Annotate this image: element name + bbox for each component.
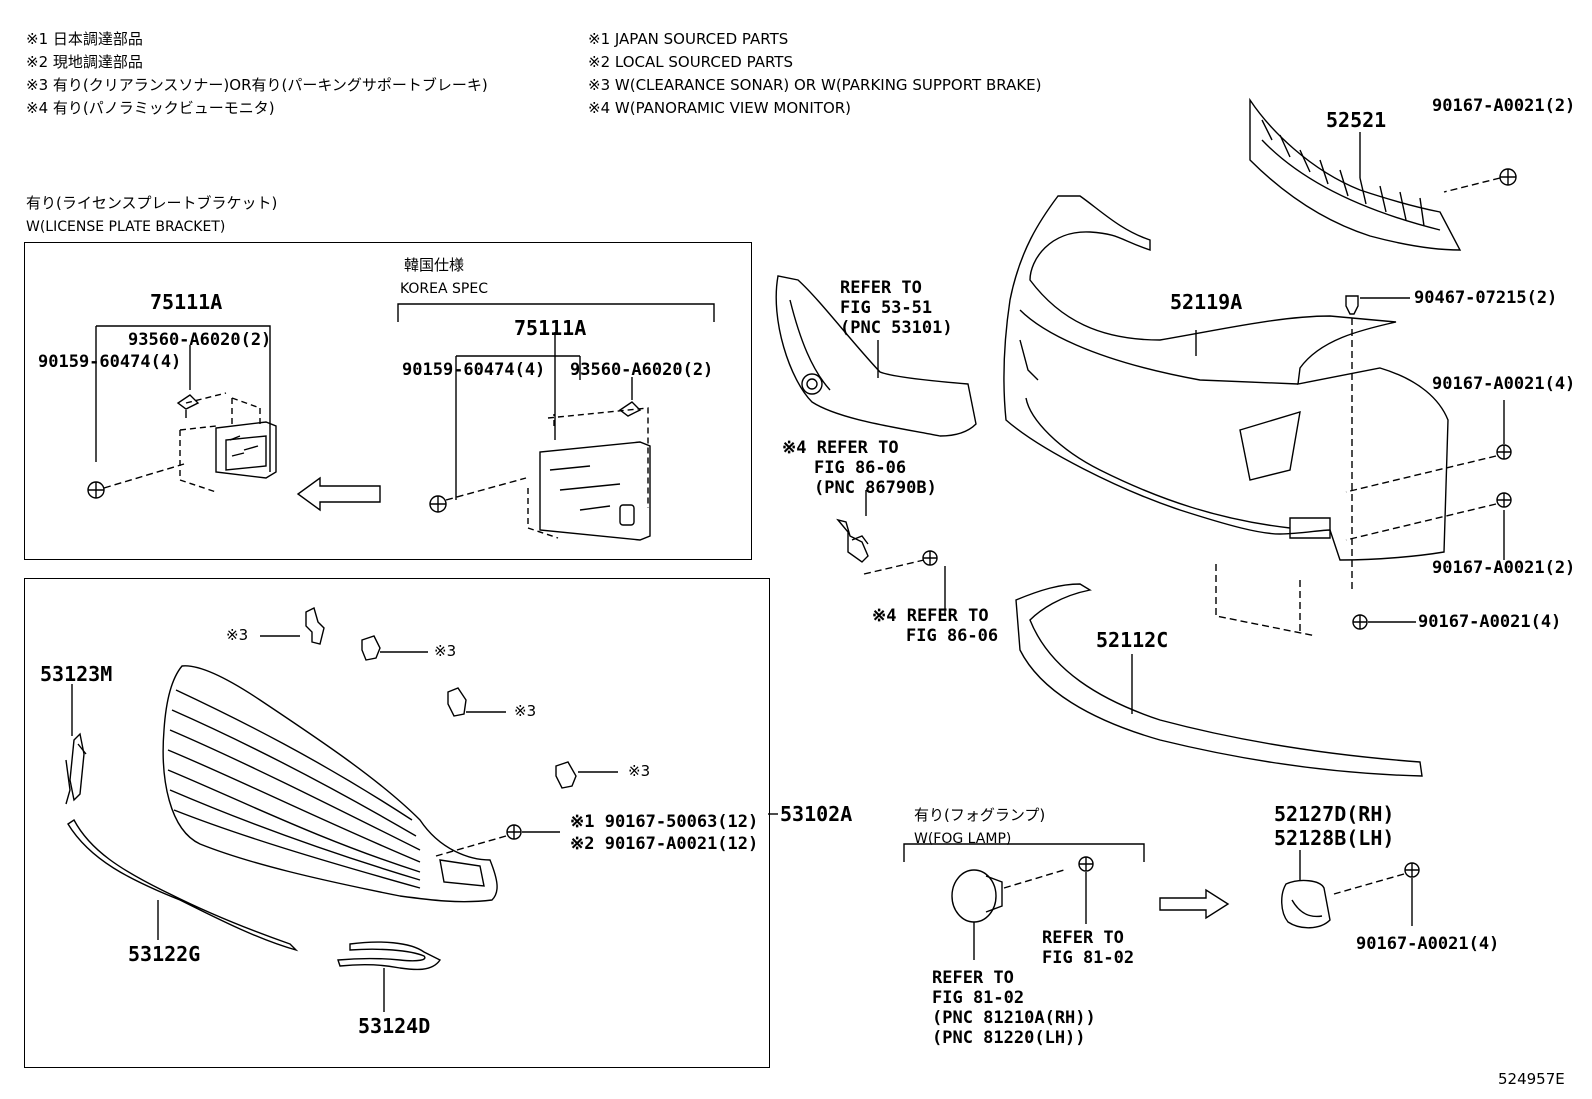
note-en-4: ※4 W(PANORAMIC VIEW MONITOR) <box>588 99 852 117</box>
side-molding <box>66 684 86 804</box>
part-53102A[interactable]: 53102A <box>780 802 853 826</box>
lower-molding <box>68 820 296 950</box>
license-bracket-korea <box>398 304 714 540</box>
sensor-brackets <box>260 608 618 788</box>
korea-title-en: KOREA SPEC <box>400 281 488 297</box>
part-52521[interactable]: 52521 <box>1326 108 1387 132</box>
ref-lamp-2: FIG 81-02 <box>932 988 1025 1008</box>
ref-upper-1[interactable]: REFER TO <box>840 278 922 298</box>
korea-title-jp: 韓国仕様 <box>404 256 465 274</box>
lower-grille <box>163 666 560 902</box>
note-en-2: ※2 LOCAL SOURCED PARTS <box>588 53 793 71</box>
part-90167-50063[interactable]: ※1 90167-50063(12) <box>570 812 759 832</box>
part-93560-std[interactable]: 93560-A6020(2) <box>128 330 272 350</box>
ref-lamp-4: (PNC 81220(LH)) <box>932 1028 1086 1048</box>
part-90159-std[interactable]: 90159-60474(4) <box>38 352 182 372</box>
part-93560-korea[interactable]: 93560-A6020(2) <box>570 360 714 380</box>
ref-camera2-1[interactable]: ※4 REFER TO <box>872 606 989 626</box>
sensor-mark-4: ※3 <box>628 762 651 780</box>
part-90159-korea[interactable]: 90159-60474(4) <box>402 360 546 380</box>
part-53123M[interactable]: 53123M <box>40 662 113 686</box>
note-en-1: ※1 JAPAN SOURCED PARTS <box>588 30 789 48</box>
ref-camera-1[interactable]: ※4 REFER TO <box>782 438 899 458</box>
ref-camera-3: (PNC 86790B) <box>814 478 937 498</box>
part-90167-A0021-r1[interactable]: 90167-A0021(4) <box>1432 374 1576 394</box>
ref-lamp-3: (PNC 81210A(RH)) <box>932 1008 1096 1028</box>
note-jp-4: ※4 有り(パノラミックビューモニタ) <box>26 99 275 117</box>
fog-garnish <box>338 942 440 1012</box>
part-90167-A0021-r2[interactable]: 90167-A0021(2) <box>1432 558 1576 578</box>
license-title-jp: 有り(ライセンスプレートブラケット) <box>26 194 278 212</box>
figure-id: 524957E <box>1498 1070 1565 1088</box>
license-plate-bracket-frame <box>24 242 752 560</box>
sensor-mark-1: ※3 <box>226 626 249 644</box>
ref-camera2-2: FIG 86-06 <box>906 626 999 646</box>
ref-bulb-2: FIG 81-02 <box>1042 948 1135 968</box>
lower-spoiler <box>1016 584 1422 776</box>
part-75111A-korea[interactable]: 75111A <box>514 316 587 340</box>
bumper-retainer <box>1250 100 1516 250</box>
fog-cover <box>1282 850 1419 928</box>
fog-title-en: W(FOG LAMP) <box>914 831 1012 847</box>
part-75111A-std[interactable]: 75111A <box>150 290 223 314</box>
part-90167-A0021-retainer[interactable]: 90167-A0021(2) <box>1432 96 1576 116</box>
push-clip <box>1346 296 1410 590</box>
ref-upper-3: (PNC 53101) <box>840 318 953 338</box>
part-53124D[interactable]: 53124D <box>358 1014 431 1038</box>
ref-bulb-1[interactable]: REFER TO <box>1042 928 1124 948</box>
part-52112C[interactable]: 52112C <box>1096 628 1169 652</box>
part-90167-A0021-12[interactable]: ※2 90167-A0021(12) <box>570 834 759 854</box>
upper-grille <box>776 276 976 436</box>
bumper-cover <box>1004 196 1448 560</box>
fog-bracket <box>904 844 1144 862</box>
camera-bracket <box>838 490 945 616</box>
part-52127D[interactable]: 52127D(RH) <box>1274 802 1395 826</box>
part-90467-07215[interactable]: 90467-07215(2) <box>1414 288 1558 308</box>
note-jp-1: ※1 日本調達部品 <box>26 30 143 48</box>
side-clips <box>1216 400 1511 636</box>
part-52119A[interactable]: 52119A <box>1170 290 1243 314</box>
note-jp-2: ※2 現地調達部品 <box>26 53 143 71</box>
grille-assembly-frame <box>24 578 770 1068</box>
note-en-3: ※3 W(CLEARANCE SONAR) OR W(PARKING SUPPO… <box>588 76 1042 94</box>
fog-title-jp: 有り(フォグランプ) <box>914 806 1046 824</box>
arrow-right-icon <box>1160 890 1228 918</box>
sensor-mark-2: ※3 <box>434 642 457 660</box>
part-53122G[interactable]: 53122G <box>128 942 201 966</box>
license-title-en: W(LICENSE PLATE BRACKET) <box>26 219 226 235</box>
license-bracket-standard <box>88 326 276 498</box>
ref-upper-2: FIG 53-51 <box>840 298 933 318</box>
part-90167-A0021-fog[interactable]: 90167-A0021(4) <box>1356 934 1500 954</box>
ref-camera-2: FIG 86-06 <box>814 458 907 478</box>
part-52128B[interactable]: 52128B(LH) <box>1274 826 1395 850</box>
ref-lamp-1[interactable]: REFER TO <box>932 968 1014 988</box>
fog-lamp <box>952 857 1093 960</box>
sensor-mark-3: ※3 <box>514 702 537 720</box>
note-jp-3: ※3 有り(クリアランスソナー)OR有り(パーキングサポートブレーキ) <box>26 76 488 94</box>
arrow-left-icon <box>298 478 380 510</box>
part-90167-A0021-bottom[interactable]: 90167-A0021(4) <box>1418 612 1562 632</box>
